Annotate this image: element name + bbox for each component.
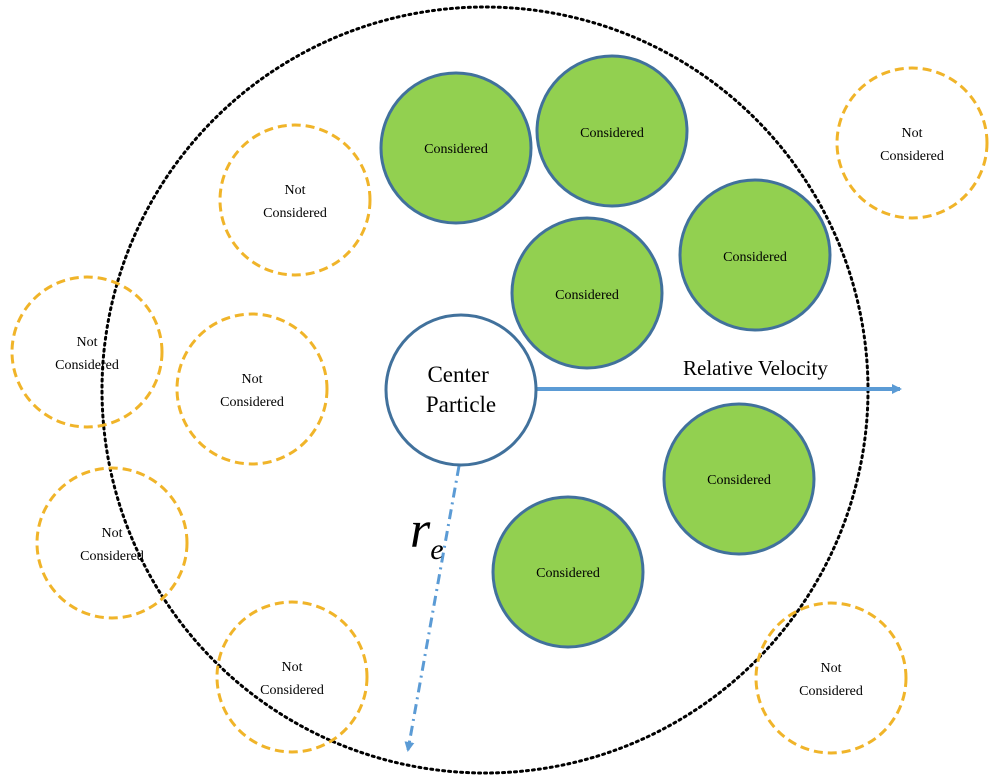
center-particle (384, 313, 538, 467)
not-considered-particles (10, 66, 989, 755)
not-considered-particle (35, 466, 189, 620)
not-considered-particle (218, 123, 372, 277)
considered-particle (491, 495, 645, 649)
not-considered-particle (10, 275, 164, 429)
effective-radius-arrow (404, 465, 461, 752)
considered-particle (662, 402, 816, 556)
not-considered-particle (215, 600, 369, 754)
considered-label: Considered (707, 473, 771, 488)
considered-particle (678, 178, 832, 332)
considered-label: Considered (555, 288, 619, 303)
considered-particle (510, 216, 664, 370)
effective-radius-label: re (410, 502, 444, 566)
not-considered-particle (754, 601, 908, 755)
considered-label: Considered (424, 142, 488, 157)
considered-particles (379, 54, 832, 649)
not-considered-particle (175, 312, 329, 466)
relative-velocity-label: Relative Velocity (683, 356, 828, 380)
not-considered-particle (835, 66, 989, 220)
center-particle-label: Center Particle (426, 362, 496, 417)
considered-label: Considered (580, 126, 644, 141)
considered-label: Considered (536, 566, 600, 581)
considered-label: Considered (723, 250, 787, 265)
considered-particle (535, 54, 689, 208)
considered-particle (379, 71, 533, 225)
